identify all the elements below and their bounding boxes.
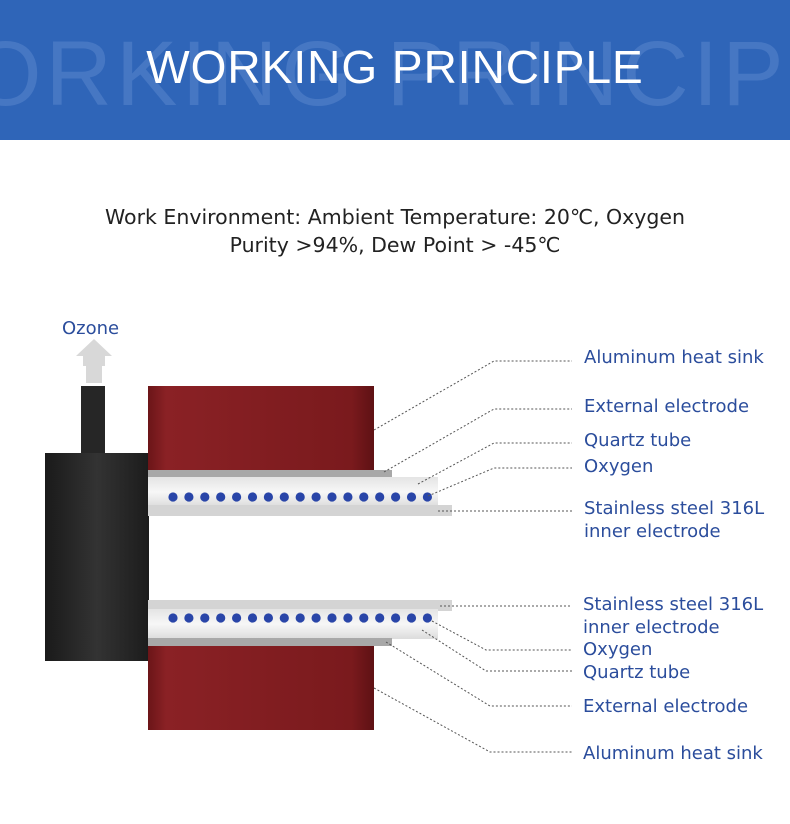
oxygen-dot	[343, 613, 353, 623]
oxygen-dot	[184, 492, 194, 502]
oxygen-dot	[200, 613, 210, 623]
oxygen-dot	[216, 492, 226, 502]
work-environment-line-1: Work Environment: Ambient Temperature: 2…	[104, 205, 686, 229]
oxygen-dot	[247, 492, 258, 502]
oxygen-dot	[343, 492, 353, 502]
oxygen-dot	[295, 613, 305, 623]
oxygen-dot	[232, 492, 242, 502]
oxygen-dot	[311, 613, 321, 623]
oxygen-dot	[216, 613, 226, 623]
ozone-outlet-pipe	[81, 386, 105, 454]
oxygen-dot	[406, 613, 417, 623]
oxygen-dot	[279, 613, 289, 623]
quartz-tube-bottom	[148, 609, 438, 639]
oxygen-dot	[200, 492, 210, 502]
oxygen-dot	[184, 613, 194, 623]
label-bottom-inner-electrode-line-1: Stainless steel 316L	[583, 594, 764, 615]
label-top-inner-electrode-line-2: inner electrode	[584, 521, 721, 542]
banner-watermark: ORKING PRINCIPL	[0, 23, 790, 125]
header-banner: ORKING PRINCIPL WORKING PRINCIPLE	[0, 0, 790, 140]
oxygen-dot	[375, 613, 385, 623]
label-top-external-electrode: External electrode	[584, 396, 750, 417]
label-bottom-external-electrode: External electrode	[583, 696, 749, 717]
label-bottom-oxygen: Oxygen	[583, 639, 653, 660]
heat-sink-bottom	[148, 645, 374, 730]
oxygen-dot	[263, 613, 273, 623]
label-top-quartz-tube: Quartz tube	[584, 430, 692, 451]
inner-electrode-top	[148, 505, 452, 516]
label-bottom-inner-electrode-line-2: inner electrode	[583, 617, 720, 638]
work-environment-text: Work Environment: Ambient Temperature: 2…	[40, 203, 750, 259]
arrow-up-icon	[76, 339, 112, 383]
label-ozone: Ozone	[62, 318, 120, 339]
oxygen-dot	[359, 613, 369, 623]
page-title: WORKING PRINCIPLE	[146, 41, 644, 93]
oxygen-dot	[311, 492, 321, 502]
oxygen-dot	[422, 613, 432, 623]
oxygen-dot	[327, 613, 337, 623]
label-top-heat-sink: Aluminum heat sink	[584, 347, 764, 368]
label-top-oxygen: Oxygen	[584, 456, 654, 477]
oxygen-dot	[422, 492, 432, 502]
label-top-inner-electrode-line-1: Stainless steel 316L	[584, 498, 765, 519]
generator-body	[45, 453, 149, 661]
oxygen-dot	[263, 492, 273, 502]
oxygen-dot	[279, 492, 289, 502]
oxygen-dot	[295, 492, 305, 502]
label-bottom-quartz-tube: Quartz tube	[583, 662, 691, 683]
inner-electrode-bottom	[148, 600, 452, 611]
oxygen-dot	[247, 613, 258, 623]
external-electrode-top	[148, 470, 392, 478]
oxygen-dots-bottom	[168, 613, 432, 623]
oxygen-dot	[359, 492, 369, 502]
label-bottom-heat-sink: Aluminum heat sink	[583, 743, 763, 764]
oxygen-dot	[168, 492, 178, 502]
oxygen-dot	[232, 613, 242, 623]
quartz-tube-top	[148, 477, 438, 507]
oxygen-dots-top	[168, 492, 432, 502]
oxygen-dot	[391, 492, 401, 502]
oxygen-dot	[406, 492, 417, 502]
oxygen-dot	[391, 613, 401, 623]
oxygen-dot	[327, 492, 337, 502]
leader-lines	[373, 360, 572, 753]
oxygen-dot	[375, 492, 385, 502]
work-environment-line-2: Purity >94%, Dew Point > -45℃	[229, 233, 561, 257]
heat-sink-top	[148, 386, 374, 471]
external-electrode-bottom	[148, 638, 392, 646]
oxygen-dot	[168, 613, 178, 623]
